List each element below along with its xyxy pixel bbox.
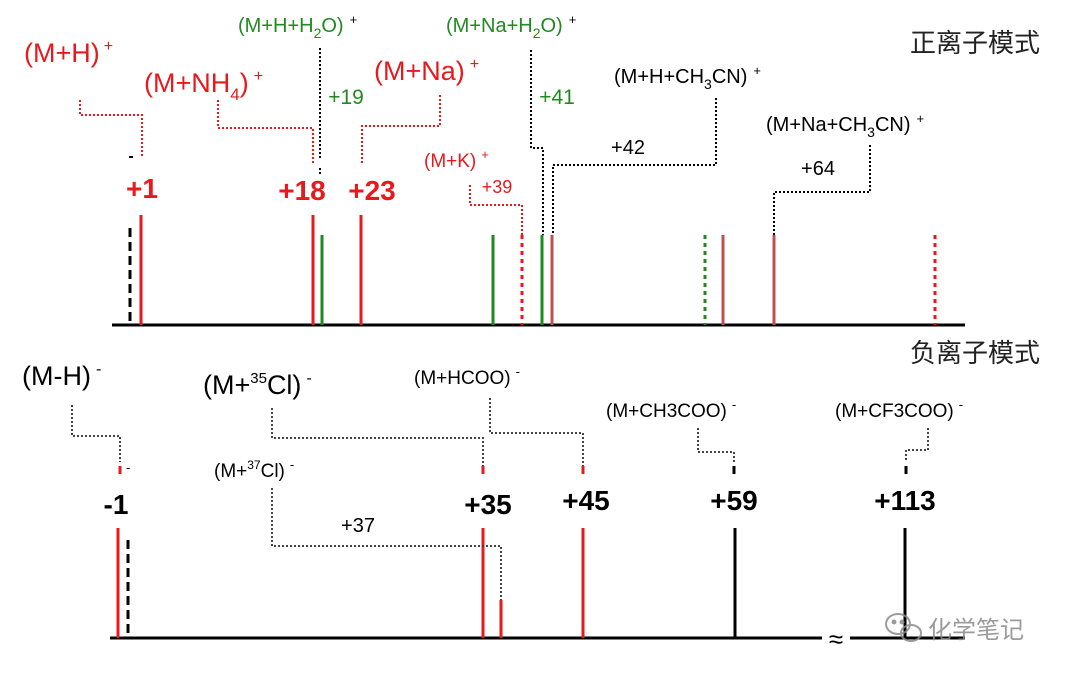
shift-plus-19: +19 xyxy=(328,86,364,109)
label-m-plus-37cl: (M+37Cl)- xyxy=(214,457,294,482)
label-m-plus-na-h2o: (M+Na+H2O)+ xyxy=(446,12,576,41)
watermark: 化学笔记 xyxy=(885,613,1024,644)
shift-plus-113: +113 xyxy=(874,485,936,516)
connector-m-plus-na-ch3cn xyxy=(773,145,871,235)
watermark-text: 化学笔记 xyxy=(928,616,1024,644)
connector-m-minus-h xyxy=(71,405,121,462)
tick-minus-mark: - xyxy=(126,460,130,475)
positive-mode-panel: 正离子模式 (M+H)+ (M+NH4)+ xyxy=(24,12,1040,327)
label-m-plus-hcoo: (M+HCOO)- xyxy=(414,364,520,389)
shift-plus-39: +39 xyxy=(482,177,513,197)
shift-plus-64: +64 xyxy=(801,158,835,180)
label-m-plus-35cl: (M+35Cl)- xyxy=(203,370,312,400)
connector-m-plus-na xyxy=(361,95,441,165)
label-m-plus-nh4: (M+NH4)+ xyxy=(144,68,263,104)
shift-plus-59: +59 xyxy=(710,485,758,516)
connector-m-plus-35cl xyxy=(271,408,484,468)
shift-plus-18: +18 xyxy=(278,175,326,206)
shift-plus-45: +45 xyxy=(562,485,610,516)
label-m-plus-ch3coo: (M+CH3COO)- xyxy=(606,397,736,422)
label-m-plus-na: (M+Na)+ xyxy=(374,56,479,86)
shift-plus-42: +42 xyxy=(611,137,645,159)
connector-m-plus-k xyxy=(469,185,523,235)
shift-plus-35: +35 xyxy=(464,489,512,520)
shift-plus-1: +1 xyxy=(126,173,158,204)
positive-mode-title: 正离子模式 xyxy=(910,29,1040,59)
wechat-icon xyxy=(885,613,922,642)
label-m-plus-k: (M+K)+ xyxy=(424,147,489,172)
axis-break-symbol: ≈ xyxy=(829,624,843,654)
shift-plus-41: +41 xyxy=(539,86,575,109)
label-m-plus-h-ch3cn: (M+H+CH3CN)+ xyxy=(614,63,761,92)
negative-mode-panel: 负离子模式 ≈ - (M-H)- (M+35Cl)- (M xyxy=(22,339,1040,654)
label-m-plus-h-h2o: (M+H+H2O)+ xyxy=(238,12,357,41)
shift-plus-23: +23 xyxy=(348,175,396,206)
connector-m-plus-na-h2o xyxy=(530,50,544,235)
connector-m-plus-hcoo xyxy=(489,398,584,468)
label-m-plus-cf3coo: (M+CF3COO)- xyxy=(835,397,963,422)
shift-plus-37: +37 xyxy=(341,515,375,537)
negative-mode-title: 负离子模式 xyxy=(910,339,1040,369)
label-m-plus-h: (M+H)+ xyxy=(24,38,113,68)
connector-m-plus-ch3coo xyxy=(697,428,735,462)
label-m-plus-na-ch3cn: (M+Na+CH3CN)+ xyxy=(766,111,924,140)
connector-m-plus-37cl xyxy=(271,488,502,600)
connector-m-plus-nh4 xyxy=(217,100,314,165)
connector-m-plus-cf3coo xyxy=(905,428,929,462)
connector-m-plus-h-ch3cn xyxy=(552,98,717,235)
connector-m-plus-h xyxy=(79,100,143,158)
shift-minus-1: -1 xyxy=(104,489,129,520)
label-m-minus-h: (M-H)- xyxy=(22,361,101,391)
